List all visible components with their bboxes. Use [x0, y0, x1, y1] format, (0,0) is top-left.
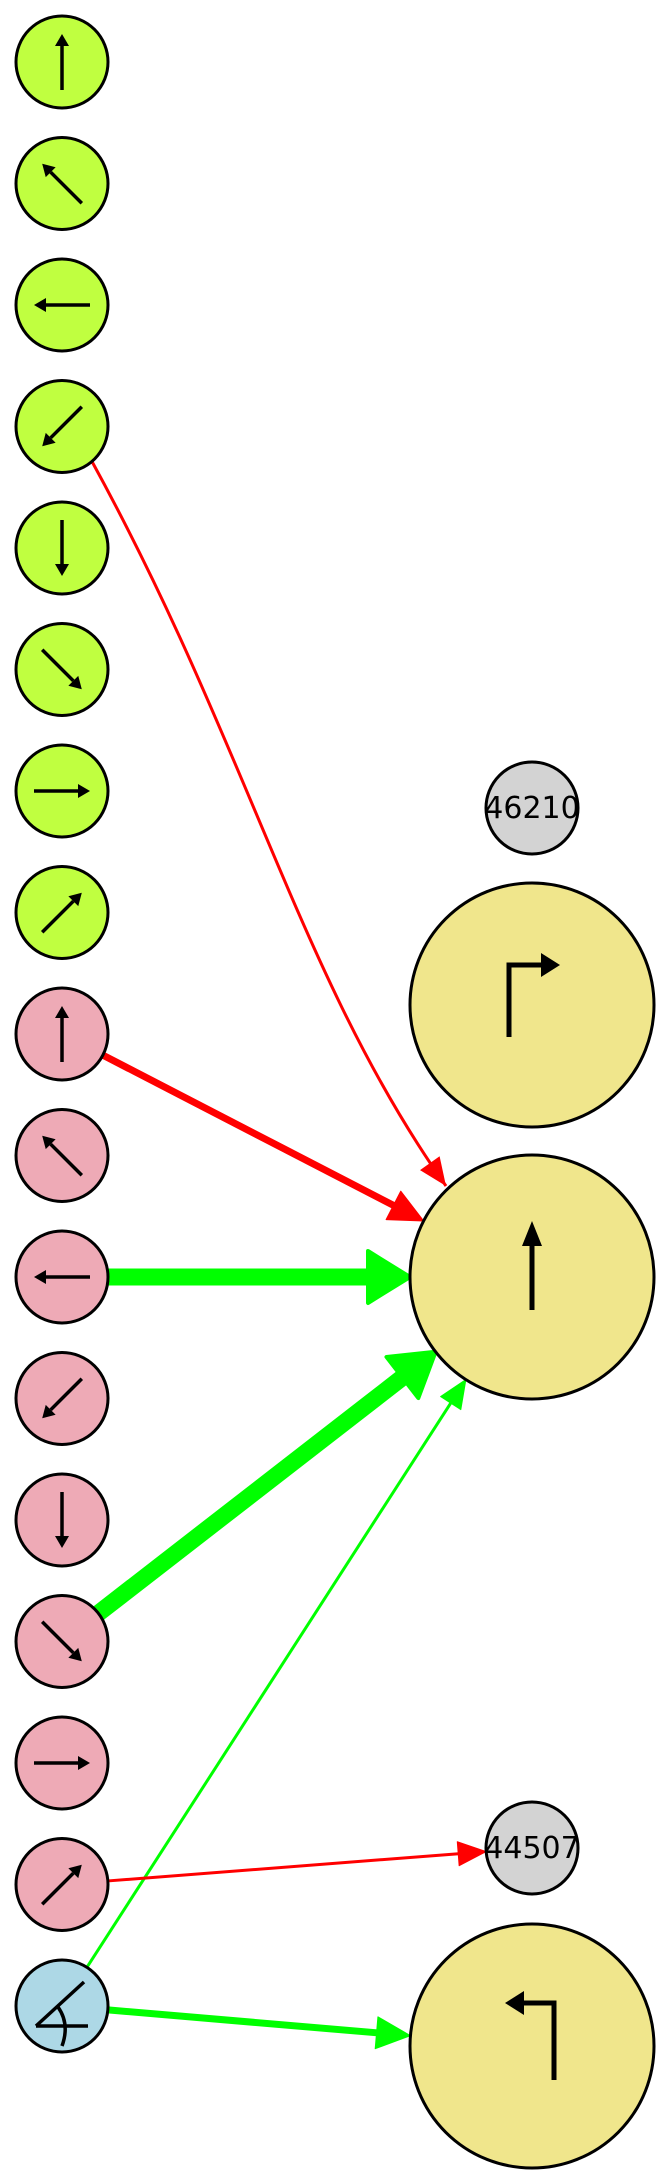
arrow-up-icon: [55, 1006, 69, 1062]
arrow-down-left-icon: [42, 405, 84, 447]
node-g-down[interactable]: [14, 500, 110, 596]
label-node-46210-text: 46210: [484, 791, 579, 826]
arrow-right-icon: [34, 1756, 90, 1770]
edge-p-downright-to-big-up: [93, 1349, 438, 1621]
arrow-left-icon: [34, 1270, 90, 1284]
turn-right-node[interactable]: [408, 881, 656, 1129]
node-g-upleft[interactable]: [14, 136, 110, 231]
turn-right-node-circle: [408, 881, 656, 1129]
node-b-angle-circle: [14, 1958, 110, 2054]
arrow-up-left-icon: [42, 163, 84, 205]
right-nodes: 46210 44507: [408, 760, 656, 2170]
turn-left-node-circle: [408, 1922, 656, 2170]
turn-left-node[interactable]: [408, 1922, 656, 2170]
node-g-downleft[interactable]: [14, 379, 110, 474]
node-g-upright[interactable]: [14, 865, 110, 960]
edge-p-upright-to-label-44507: [107, 1841, 487, 1883]
node-p-upright[interactable]: [14, 1837, 110, 1932]
arrow-down-icon: [55, 1492, 69, 1548]
edge-p-up-to-big-up: [101, 1052, 425, 1222]
arrow-up-icon: [55, 34, 69, 90]
nodes-layer: [14, 14, 110, 2054]
node-g-right[interactable]: [14, 743, 110, 839]
arrow-down-right-icon: [40, 1620, 82, 1662]
arrow-up-icon: [522, 1221, 542, 1310]
arrow-up-left-icon: [42, 1135, 84, 1177]
turn-left-icon: [505, 1991, 557, 2080]
node-p-downright[interactable]: [14, 1594, 110, 1689]
node-p-right[interactable]: [14, 1715, 110, 1811]
arrow-up-right-icon: [40, 892, 82, 934]
label-node-44507-text: 44507: [484, 1831, 579, 1866]
edge-p-left-to-big-up: [108, 1249, 412, 1305]
arrow-up-node[interactable]: [408, 1153, 656, 1401]
node-p-up[interactable]: [14, 986, 110, 1082]
edge-b-angle-to-big-up: [85, 1379, 467, 1969]
arrow-down-icon: [55, 520, 69, 576]
angle-icon: [34, 1980, 88, 2047]
node-g-left[interactable]: [14, 257, 110, 353]
node-p-downleft[interactable]: [14, 1351, 110, 1446]
edges-layer: [85, 460, 487, 2050]
node-b-angle[interactable]: [14, 1958, 110, 2054]
turn-right-icon: [506, 953, 560, 1037]
node-p-down[interactable]: [14, 1472, 110, 1568]
label-node-44507-circle: [484, 1800, 580, 1896]
node-p-upleft[interactable]: [14, 1108, 110, 1203]
arrow-left-icon: [34, 298, 90, 312]
edge-g-downleft-to-big-up: [90, 460, 448, 1187]
arrow-down-right-icon: [40, 648, 82, 690]
label-node-46210-circle: [484, 760, 580, 856]
arrow-up-right-icon: [40, 1864, 82, 1906]
label-node-44507[interactable]: 44507: [484, 1800, 580, 1896]
arrow-down-left-icon: [42, 1377, 84, 1419]
node-g-downright[interactable]: [14, 622, 110, 717]
node-g-up[interactable]: [14, 14, 110, 110]
edge-b-angle-to-big-turn-left: [107, 2006, 411, 2050]
label-node-46210[interactable]: 46210: [484, 760, 580, 856]
node-p-left[interactable]: [14, 1229, 110, 1325]
arrow-right-icon: [34, 784, 90, 798]
